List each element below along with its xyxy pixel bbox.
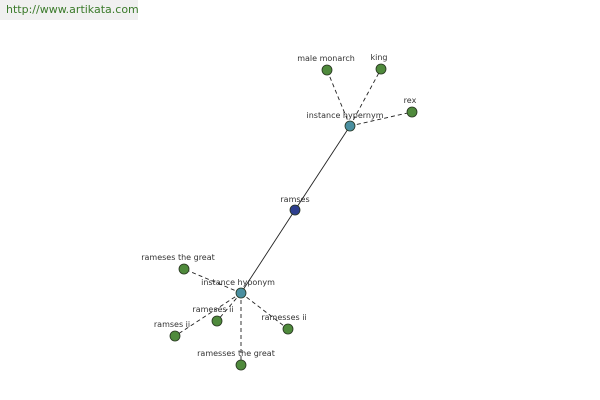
edge-instance-hyponym-rameses-ii-a — [216, 292, 242, 322]
edge-ramses-instance-hyponym — [240, 209, 296, 294]
node-dot-rameses-the-great[interactable] — [178, 263, 190, 275]
node-label-ramesses-the-great: ramesses the great — [197, 349, 275, 358]
edge-instance-hypernym-male-monarch — [326, 69, 351, 127]
node-instance-hyponym[interactable]: instance hyponym — [201, 278, 275, 299]
node-dot-ramesses-the-great[interactable] — [235, 359, 247, 371]
node-ramses-ii[interactable]: ramses ii — [154, 320, 190, 342]
node-rameses-the-great[interactable]: rameses the great — [141, 253, 215, 275]
node-rex[interactable]: rex — [404, 96, 418, 118]
node-instance-hypernym[interactable]: instance hypernym — [307, 111, 384, 132]
node-dot-rameses-ii-a[interactable] — [211, 315, 223, 327]
graph-nodes: ramses instance hypernym instance hyponym m… — [141, 53, 418, 371]
node-label-ramses-ii: ramses ii — [154, 320, 190, 329]
node-label-male-monarch: male monarch — [297, 54, 355, 63]
node-ramesses-the-great[interactable]: ramesses the great — [197, 349, 275, 371]
node-label-instance-hyponym: instance hyponym — [201, 278, 275, 287]
edge-instance-hyponym-ramesses-ii — [240, 292, 289, 330]
edge-instance-hypernym-rex — [349, 111, 413, 127]
graph-edges — [174, 68, 413, 365]
node-label-rex: rex — [404, 96, 417, 105]
node-label-rameses-ii-a: rameses ii — [192, 305, 233, 314]
edge-ramses-instance-hypernym — [294, 125, 351, 211]
node-dot-ramses-ii[interactable] — [169, 330, 181, 342]
edge-instance-hyponym-rameses-the-great — [183, 268, 242, 294]
node-label-ramesses-ii: ramesses ii — [261, 313, 306, 322]
node-dot-rex[interactable] — [406, 106, 418, 118]
node-ramesses-ii[interactable]: ramesses ii — [261, 313, 307, 335]
node-dot-ramses[interactable] — [289, 204, 301, 216]
node-label-ramses: ramses — [280, 195, 309, 204]
edge-instance-hyponym-ramses-ii — [174, 292, 242, 337]
node-dot-instance-hyponym[interactable] — [235, 287, 247, 299]
edge-instance-hypernym-king — [349, 68, 382, 127]
node-dot-king[interactable] — [375, 63, 387, 75]
node-dot-male-monarch[interactable] — [321, 64, 333, 76]
node-label-instance-hypernym: instance hypernym — [307, 111, 384, 120]
node-dot-instance-hypernym[interactable] — [344, 120, 356, 132]
node-ramses[interactable]: ramses — [280, 195, 310, 216]
node-dot-ramesses-ii[interactable] — [282, 323, 294, 335]
source-url-banner[interactable]: http://www.artikata.com — [0, 0, 139, 20]
node-rameses-ii-a[interactable]: rameses ii — [192, 305, 234, 327]
node-king[interactable]: king — [370, 53, 388, 75]
node-label-rameses-the-great: rameses the great — [141, 253, 215, 262]
node-male-monarch[interactable]: male monarch — [297, 54, 355, 76]
node-label-king: king — [370, 53, 387, 62]
